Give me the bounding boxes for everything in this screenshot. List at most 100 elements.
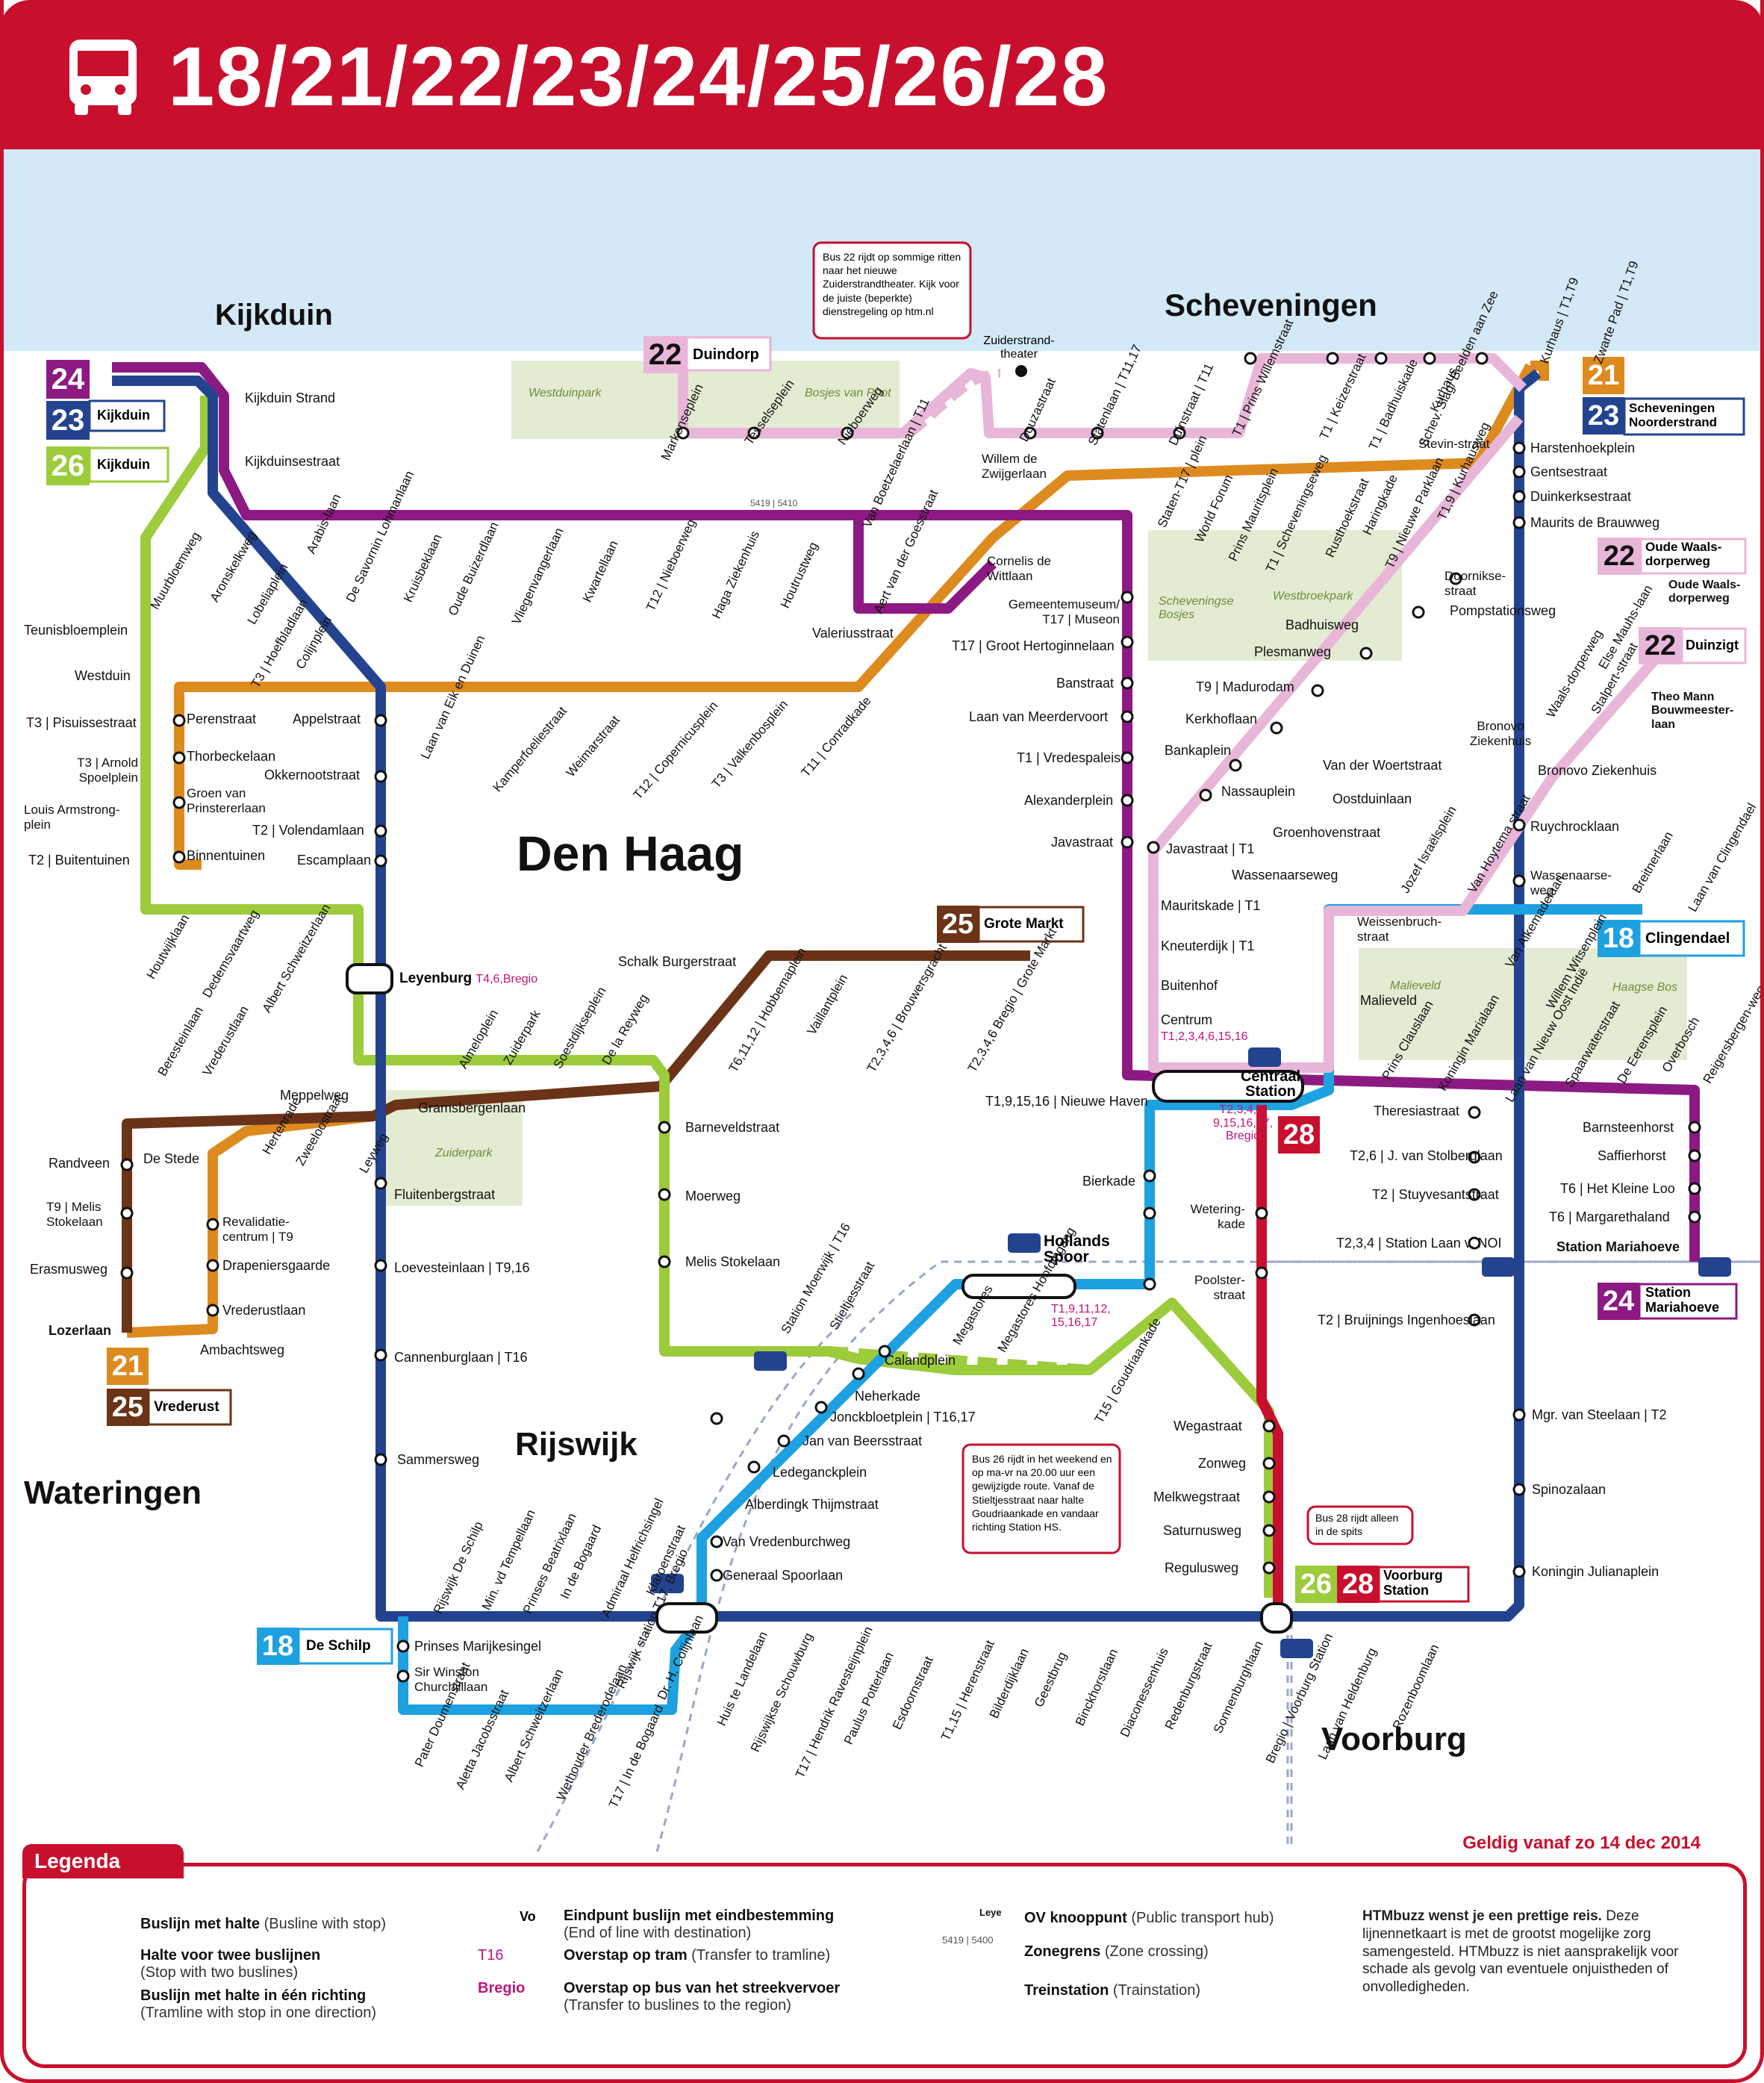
stop-kijkduinsestraat: Kijkduinsestraat bbox=[245, 454, 340, 469]
stop-vrederustlaan: Vrederustlaan bbox=[222, 1303, 306, 1318]
terminal-24-mariahoeve-dest: Station Mariahoeve bbox=[1645, 1285, 1720, 1315]
terminal-18-schilp-num: 18 bbox=[261, 1631, 294, 1662]
bus28-note-box bbox=[1306, 1505, 1414, 1545]
stop-gramsbergenlaan: Gramsbergenlaan bbox=[418, 1100, 526, 1115]
terminal-22-oude-dest: Oude Waals-dorperweg bbox=[1645, 540, 1722, 568]
stop-harstenhoekplein: Harstenhoekplein bbox=[1530, 440, 1636, 455]
area-wateringen: Wateringen bbox=[24, 1475, 202, 1511]
stop-saturnusweg: Saturnusweg bbox=[1163, 1523, 1242, 1538]
stop-weissenbruchstraat: Weissenbruch-straat bbox=[1357, 915, 1442, 944]
stop-barneveldstraat: Barneveldstraat bbox=[685, 1120, 780, 1135]
terminal-22-oude-num: 22 bbox=[1603, 541, 1636, 572]
stop-station-laan-noi: T2,3,4 | Station Laan v. NOI bbox=[1336, 1236, 1502, 1251]
park-zuiderpark: Zuiderpark bbox=[435, 1147, 493, 1159]
stop-generaal-spoorlaan: Generaal Spoorlaan bbox=[723, 1568, 844, 1583]
stop-volendamlaan: T2 | Volendamlaan bbox=[252, 823, 364, 838]
area-rijswijk: Rijswijk bbox=[515, 1426, 638, 1463]
stop-schalk-burgerstraat: Schalk Burgerstraat bbox=[618, 954, 737, 969]
stop-appelstraat: Appelstraat bbox=[293, 712, 361, 726]
stop-ledeganckplein: Ledeganckplein bbox=[773, 1465, 867, 1480]
stop-jonckbloetplein: Jonckbloetplein | T16,17 bbox=[830, 1410, 976, 1425]
stop-binnentuinen: Binnentuinen bbox=[187, 848, 266, 863]
bus26-note-box bbox=[962, 1443, 1121, 1554]
stop-cannenburglaan: Cannenburglaan | T16 bbox=[394, 1350, 528, 1365]
terminal-18-schilp-dest: De Schilp bbox=[306, 1638, 371, 1654]
valid-from: Geldig vanaf zo 14 dec 2014 bbox=[1462, 1833, 1701, 1853]
legend-end-num: 26 bbox=[482, 1904, 511, 1932]
legend-disclaimer: HTMbuzz wenst je een prettige reis. Deze… bbox=[1362, 1908, 1679, 1995]
legend-title: Legenda bbox=[22, 1844, 184, 1878]
stop-jan-van-beersstraat: Jan van Beersstraat bbox=[802, 1433, 923, 1448]
legend-tram-code: T16 bbox=[478, 1947, 504, 1964]
line-18-route bbox=[398, 904, 1642, 1715]
area-voorburg: Voorburg bbox=[1321, 1721, 1467, 1757]
terminal-25-grote-markt-dest: Grote Markt bbox=[984, 916, 1064, 932]
stop-madurodam: T9 | Madurodam bbox=[1196, 679, 1294, 694]
terminal-18-clingendael-dest: Clingendael bbox=[1645, 930, 1730, 947]
line-24-route bbox=[112, 362, 1700, 1262]
terminal-25-vrederust-num: 25 bbox=[111, 1392, 144, 1423]
zuiderstrandtheater-label: Zuiderstrand-theater bbox=[983, 334, 1055, 361]
stop-stuyvesantstraat: T2 | Stuyvesantstraat bbox=[1372, 1187, 1499, 1202]
legend-end-of-line: Eindpunt buslijn met eindbestemming(End … bbox=[564, 1908, 835, 1941]
stop-theo-mann: Theo Mann Bouwmeester-laan bbox=[1651, 691, 1734, 731]
legend-end-dest: Vo bbox=[520, 1909, 536, 1924]
stop-okkernootstraat: Okkernootstraat bbox=[264, 767, 361, 782]
hub-centraal-transfers: T2,3,4,6, 9,15,16,17, Bregio bbox=[1212, 1103, 1274, 1143]
park-scheveningse-bosjes: Scheveningse Bosjes bbox=[1159, 595, 1234, 621]
stop-alexanderplein: Alexanderplein bbox=[1024, 793, 1114, 808]
stop-zonweg: Zonweg bbox=[1198, 1456, 1247, 1471]
stop-bierkade: Bierkade bbox=[1082, 1174, 1136, 1189]
stop-vredespaleis: T1 | Vredespaleis bbox=[1017, 750, 1121, 765]
header-bar bbox=[0, 0, 1764, 149]
stop-plesmanweg: Plesmanweg bbox=[1254, 644, 1332, 659]
stop-oostduinlaan: Oostduinlaan bbox=[1333, 791, 1412, 806]
stop-regulusweg: Regulusweg bbox=[1165, 1560, 1239, 1575]
stop-javastraat-west: Javastraat bbox=[1051, 835, 1114, 850]
stop-lozerlaan: Lozerlaan bbox=[49, 1323, 112, 1338]
area-kijkduin: Kijkduin bbox=[215, 299, 333, 331]
terminal-25-grote-markt-num: 25 bbox=[941, 909, 974, 940]
stop-saffierhorst: Saffierhorst bbox=[1598, 1148, 1666, 1163]
stop-moerweg: Moerweg bbox=[685, 1189, 741, 1204]
page-title: 18/21/22/23/24/25/26/28 bbox=[168, 30, 1109, 123]
area-den-haag: Den Haag bbox=[517, 826, 744, 881]
stop-randveen: Randveen bbox=[49, 1156, 110, 1171]
stop-van-stolberglaan: T2,6 | J. van Stolberglaan bbox=[1350, 1148, 1503, 1163]
stop-cornelis-de-wittlaan: Cornelis de Wittlaan bbox=[987, 554, 1051, 583]
stop-fluitenbergstraat: Fluitenbergstraat bbox=[394, 1187, 496, 1202]
stop-calandplein: Calandplein bbox=[885, 1353, 956, 1368]
stop-gentsestraat: Gentsestraat bbox=[1530, 464, 1608, 479]
hub-centraal-station: Centraal Station bbox=[1240, 1068, 1301, 1100]
stop-valeriusstraat: Valeriusstraat bbox=[812, 626, 894, 641]
stop-drapeniersgaarde: Drapeniersgaarde bbox=[222, 1258, 331, 1273]
stop-pisuissestraat: T3 | Pisuissestraat bbox=[26, 715, 137, 730]
terminal-23-scheveningen-dest: Scheveningen Noorderstrand bbox=[1629, 401, 1718, 429]
legend-hub-label: Leye bbox=[979, 1907, 1002, 1918]
stop-laan-van-meerdervoort: Laan van Meerdervoort bbox=[969, 709, 1109, 724]
stop-malieveld: Malieveld bbox=[1360, 993, 1418, 1008]
stop-meppelweg: Meppelweg bbox=[280, 1088, 349, 1103]
stop-perenstraat: Perenstraat bbox=[187, 712, 257, 726]
scheveningse-bosjes-area bbox=[1148, 530, 1402, 661]
bus26-note: Bus 26 rijdt in het weekend en op ma-vr … bbox=[972, 1453, 1112, 1533]
stop-poolsterstraat: Poolster-straat bbox=[1194, 1273, 1245, 1302]
stop-escamplaan: Escamplaan bbox=[297, 853, 372, 868]
legend-panel bbox=[22, 1863, 1747, 2068]
legend-bregio-code: Bregio bbox=[478, 1980, 526, 1996]
stop-groenhovenstraat: Groenhovenstraat bbox=[1273, 825, 1381, 840]
terminal-23-kijkduin-num: 23 bbox=[51, 404, 85, 437]
westduinpark-area bbox=[511, 361, 900, 439]
terminal-22-duindorp-num: 22 bbox=[648, 338, 682, 371]
stop-westduin: Westduin bbox=[75, 668, 131, 683]
stop-maurits-de-brauwweg: Maurits de Brauwweg bbox=[1530, 515, 1660, 530]
stop-weteringkade: Wetering-kade bbox=[1190, 1202, 1245, 1231]
stop-bruijnings: T2 | Bruijnings Ingenhoeslaan bbox=[1318, 1313, 1495, 1327]
hub-leyenburg: Leyenburg T4,6,Bregio bbox=[399, 971, 538, 986]
bus22-note: Bus 22 rijdt op sommige ritten naar het … bbox=[823, 251, 962, 317]
stop-wegastraat: Wegastraat bbox=[1174, 1419, 1242, 1433]
line-23-route bbox=[112, 369, 1542, 1622]
stop-van-der-woertstraat: Van der Woertstraat bbox=[1323, 758, 1442, 773]
